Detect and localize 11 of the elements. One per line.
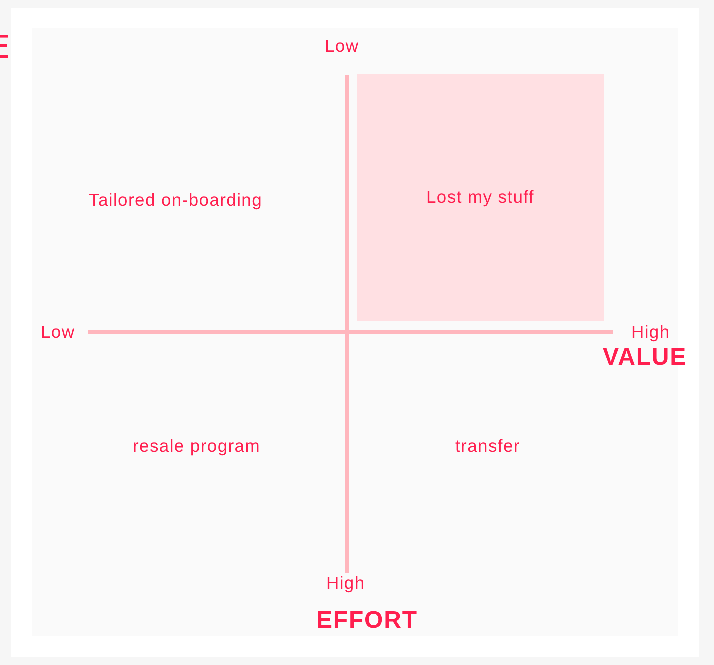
quadrant-label: resale program: [133, 436, 260, 456]
axis-end-label: High: [326, 573, 366, 594]
axis-title: EFFORT: [316, 607, 418, 635]
quadrant-label: Lost my stuff: [426, 187, 534, 208]
axis-end-label: High: [632, 322, 670, 342]
axis-end-label: Low: [41, 322, 76, 342]
quadrant-label: transfer: [456, 436, 520, 456]
highlight-box: [357, 74, 604, 321]
quadrant-label: Tailored on-boarding: [89, 190, 263, 210]
axis-end-label: Low: [325, 36, 360, 56]
axis-title: VALUE: [603, 344, 688, 372]
